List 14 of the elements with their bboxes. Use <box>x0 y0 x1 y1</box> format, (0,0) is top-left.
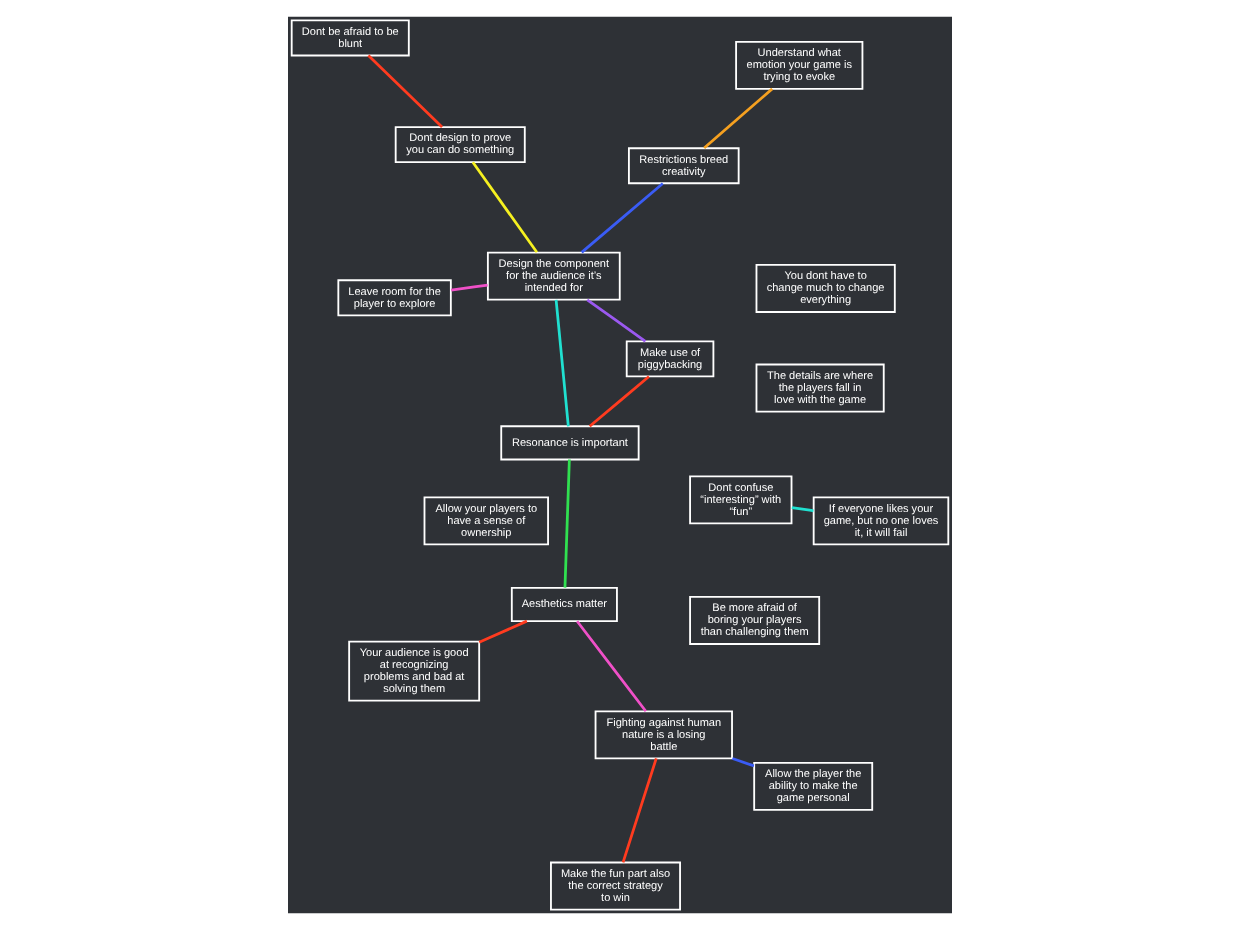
connector <box>703 87 774 150</box>
connector <box>563 459 571 588</box>
connector <box>471 161 538 254</box>
connector <box>731 757 755 768</box>
connector <box>576 620 647 713</box>
connector <box>367 54 443 128</box>
connector <box>580 182 664 254</box>
connector <box>588 375 650 428</box>
connector <box>586 298 647 343</box>
connector <box>621 758 658 863</box>
connector <box>478 619 528 644</box>
connector <box>554 299 570 427</box>
connector <box>451 283 488 292</box>
connector <box>791 506 814 513</box>
